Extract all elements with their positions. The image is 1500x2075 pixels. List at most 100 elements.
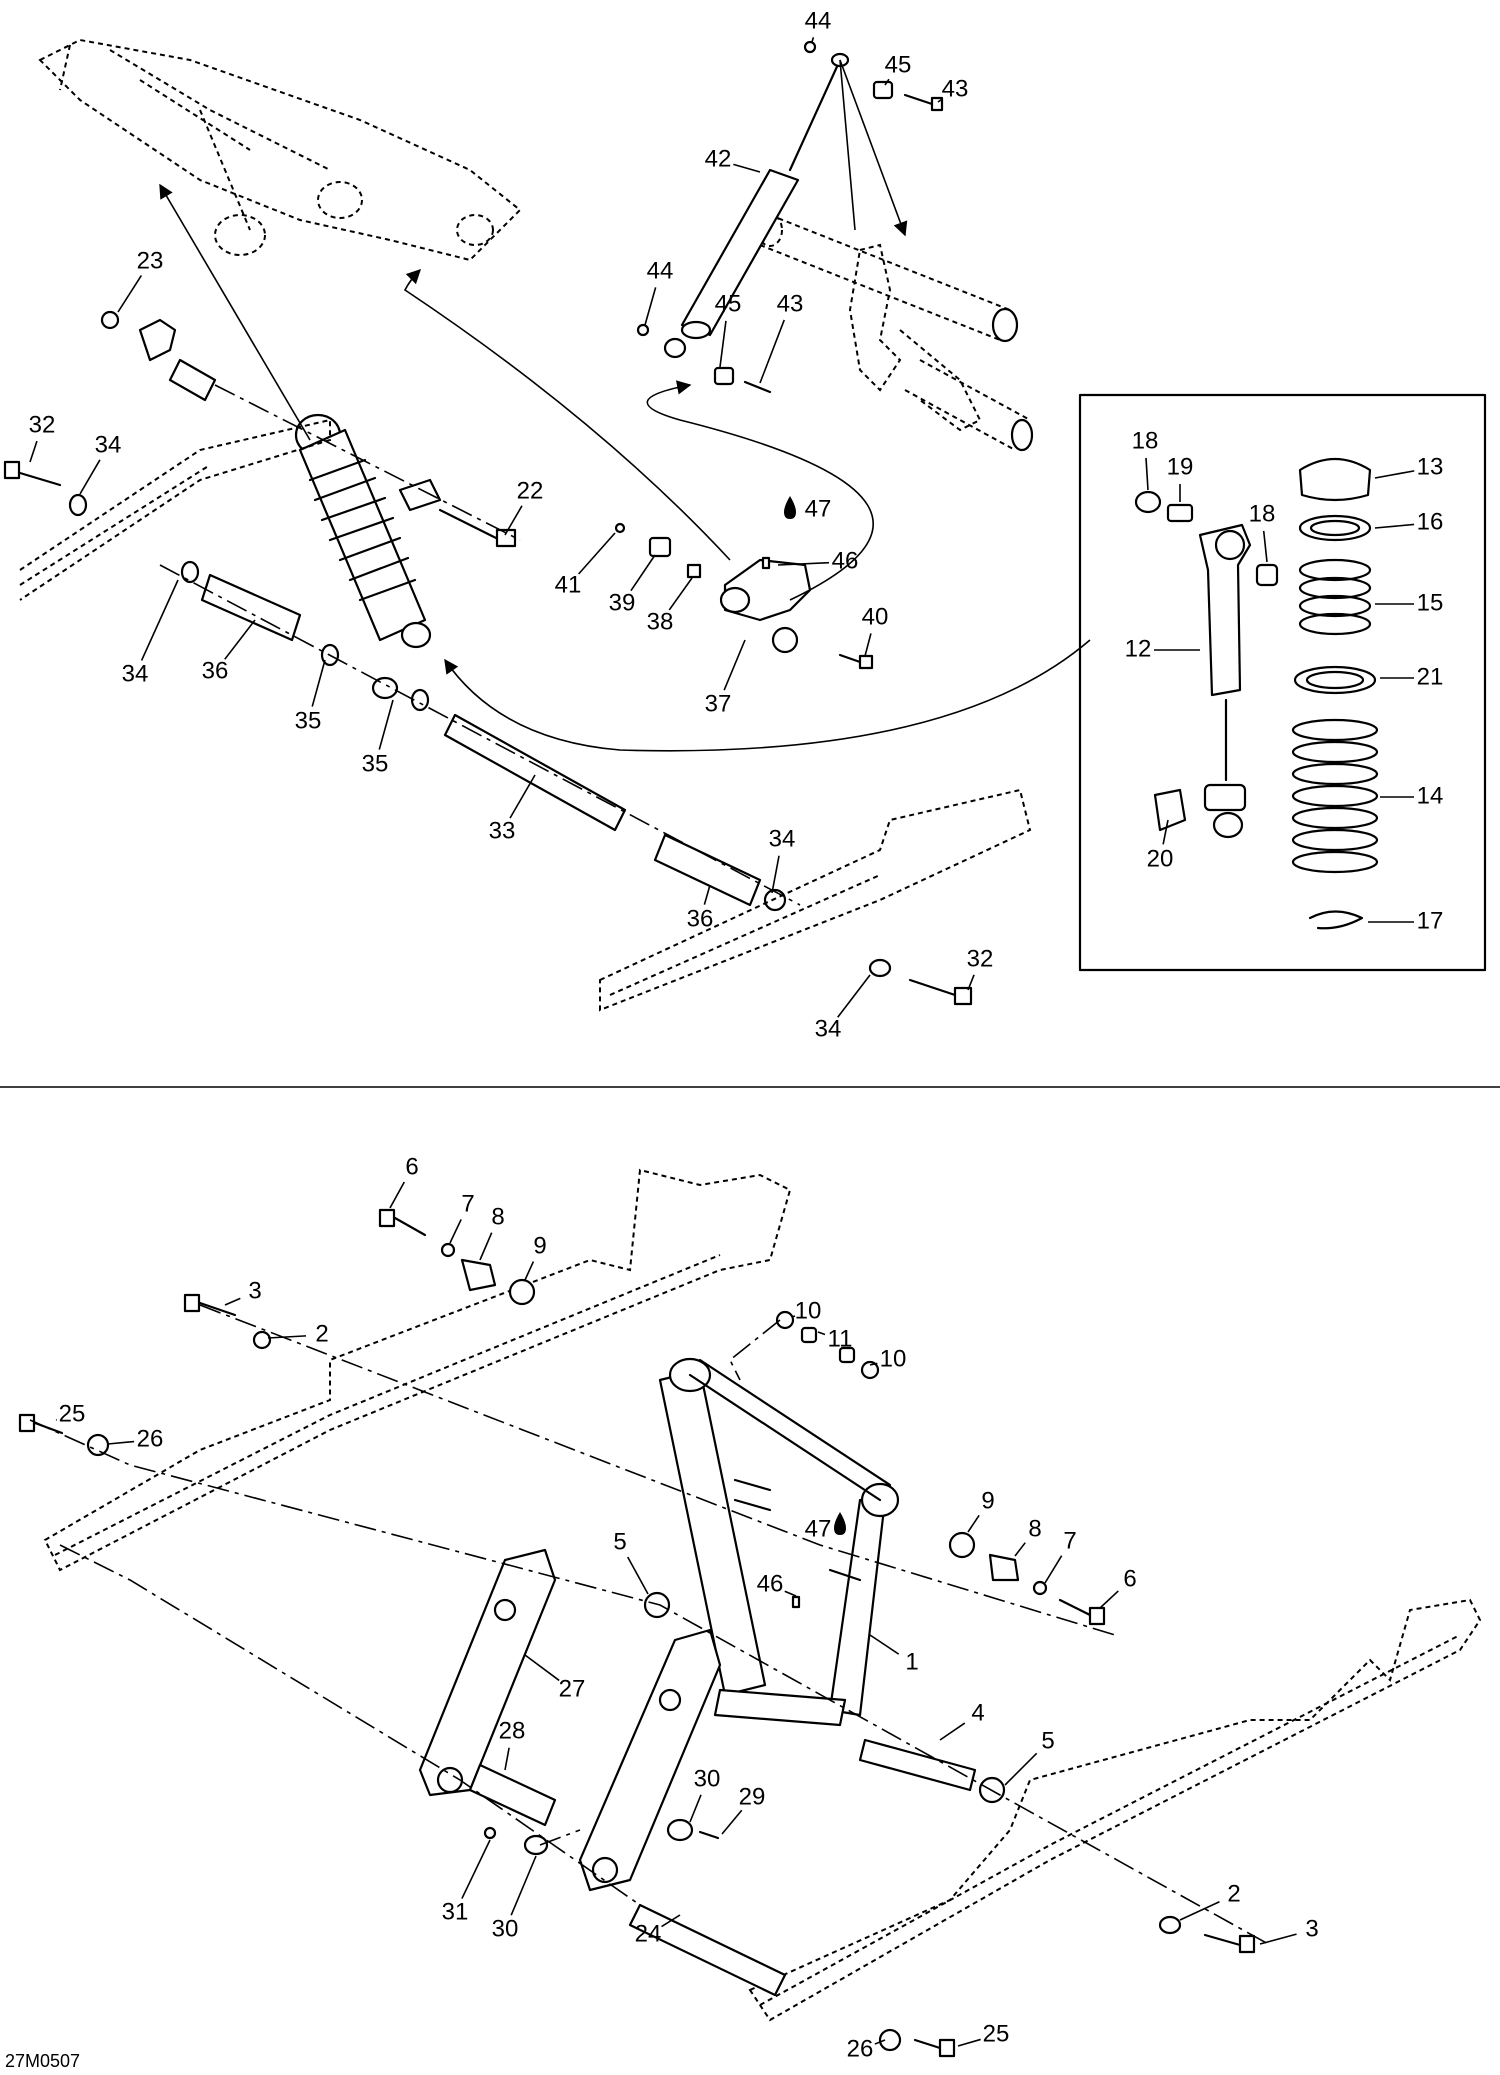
spacer-36-right xyxy=(653,833,787,912)
leader-line-25 xyxy=(957,2038,981,2047)
leader-line-2 xyxy=(267,1335,307,1339)
leader-line-32 xyxy=(967,974,975,991)
leader-line-27 xyxy=(524,1654,560,1682)
leader-line-6 xyxy=(1099,1590,1119,1609)
leader-line-3 xyxy=(224,1297,241,1306)
drawing-code: 27M0507 xyxy=(5,2051,80,2071)
leader-line-32 xyxy=(29,440,38,463)
callout-16: 16 xyxy=(1417,508,1444,535)
callout-6: 6 xyxy=(1123,1565,1136,1592)
callout-1: 1 xyxy=(905,1648,918,1675)
callout-41: 41 xyxy=(555,571,582,598)
callout-42: 42 xyxy=(705,145,732,172)
leader-line-34 xyxy=(79,459,101,495)
hardware-23 xyxy=(100,310,217,402)
callout-43: 43 xyxy=(777,290,804,317)
leader-line-8 xyxy=(1014,1542,1026,1557)
callout-46: 46 xyxy=(757,1570,784,1597)
callout-18: 18 xyxy=(1249,500,1276,527)
leader-line-45 xyxy=(884,78,890,86)
lever-37-assembly xyxy=(614,522,874,670)
callout-29: 29 xyxy=(739,1783,766,1810)
leader-line-34 xyxy=(140,579,179,661)
axle-24 xyxy=(628,1903,787,1997)
leader-line-37 xyxy=(723,639,746,691)
leader-line-30 xyxy=(510,1855,537,1916)
leader-line-6 xyxy=(389,1181,405,1209)
callout-34: 34 xyxy=(122,660,149,687)
upper-shock-absorber xyxy=(680,52,850,340)
leader-line-41 xyxy=(578,532,616,575)
callout-10: 10 xyxy=(880,1345,907,1372)
spacer-36-left xyxy=(180,560,340,667)
left-runner-top xyxy=(19,418,331,601)
leader-line-36 xyxy=(224,619,256,660)
callout-34: 34 xyxy=(95,431,122,458)
callout-36: 36 xyxy=(687,905,714,932)
callout-17: 17 xyxy=(1417,907,1444,934)
spacer-28 xyxy=(468,1763,557,1827)
leader-line-34 xyxy=(771,855,780,894)
leader-line-8 xyxy=(479,1232,493,1261)
callout-20: 20 xyxy=(1147,845,1174,872)
callout-10: 10 xyxy=(795,1297,822,1324)
bolt-22 xyxy=(398,478,517,548)
callout-11: 11 xyxy=(828,1325,853,1352)
inset-shock-components xyxy=(1134,458,1379,930)
callout-47: 47 xyxy=(805,1515,832,1542)
leader-line-18 xyxy=(1262,530,1268,563)
right-runner-bottom xyxy=(748,1598,1482,2022)
leader-line-30 xyxy=(689,1794,702,1823)
hardware-44-45-43-mid xyxy=(636,323,772,394)
leader-line-10 xyxy=(869,1362,878,1366)
hardware-6-7-8-9-right xyxy=(948,1531,1106,1626)
callout-5: 5 xyxy=(1041,1727,1054,1754)
arrow-lever xyxy=(646,380,874,601)
leader-line-13 xyxy=(1374,470,1415,479)
lubricant-drop-icon-bottom xyxy=(834,1512,846,1535)
callout-34: 34 xyxy=(815,1015,842,1042)
rear-link-27-left xyxy=(418,1548,557,1797)
callout-21: 21 xyxy=(1417,663,1444,690)
callout-4: 4 xyxy=(971,1699,984,1726)
callout-25: 25 xyxy=(983,2020,1010,2047)
main-shock-absorber xyxy=(294,413,432,649)
callout-30: 30 xyxy=(694,1765,721,1792)
leader-line-35 xyxy=(311,659,326,707)
callout-27: 27 xyxy=(559,1675,586,1702)
leader-line-44 xyxy=(811,37,815,43)
leader-line-10 xyxy=(792,1315,796,1318)
leader-line-40 xyxy=(864,633,872,657)
leader-line-26 xyxy=(874,2039,886,2045)
callout-25: 25 xyxy=(59,1400,86,1427)
callout-2: 2 xyxy=(1227,1880,1240,1907)
bolt-25-washer-26-left xyxy=(18,1413,110,1457)
leader-line-7 xyxy=(1044,1555,1063,1584)
leader-line-46 xyxy=(777,561,830,566)
left-runner-bottom xyxy=(43,1168,792,1572)
axis-line-shock xyxy=(214,384,521,541)
callout-7: 7 xyxy=(461,1190,474,1217)
leader-line-4 xyxy=(939,1722,966,1741)
callout-13: 13 xyxy=(1417,453,1444,480)
callout-8: 8 xyxy=(1028,1515,1041,1542)
callout-23: 23 xyxy=(137,247,164,274)
detail-inset-frame xyxy=(1078,393,1487,972)
callout-28: 28 xyxy=(499,1717,526,1744)
callout-31: 31 xyxy=(442,1898,469,1925)
leader-line-1 xyxy=(869,1634,900,1655)
leader-line-5 xyxy=(1004,1752,1038,1786)
callout-9: 9 xyxy=(533,1232,546,1259)
leader-line-3 xyxy=(1259,1933,1297,1945)
grease-fitting-46 xyxy=(791,1595,801,1609)
callout-40: 40 xyxy=(862,603,889,630)
lubricant-drop-icon-top xyxy=(784,496,796,519)
leader-line-42 xyxy=(733,163,761,173)
callout-34: 34 xyxy=(769,825,796,852)
callout-19: 19 xyxy=(1167,453,1194,480)
callout-43: 43 xyxy=(942,75,969,102)
callout-3: 3 xyxy=(1305,1915,1318,1942)
callout-37: 37 xyxy=(705,690,732,717)
